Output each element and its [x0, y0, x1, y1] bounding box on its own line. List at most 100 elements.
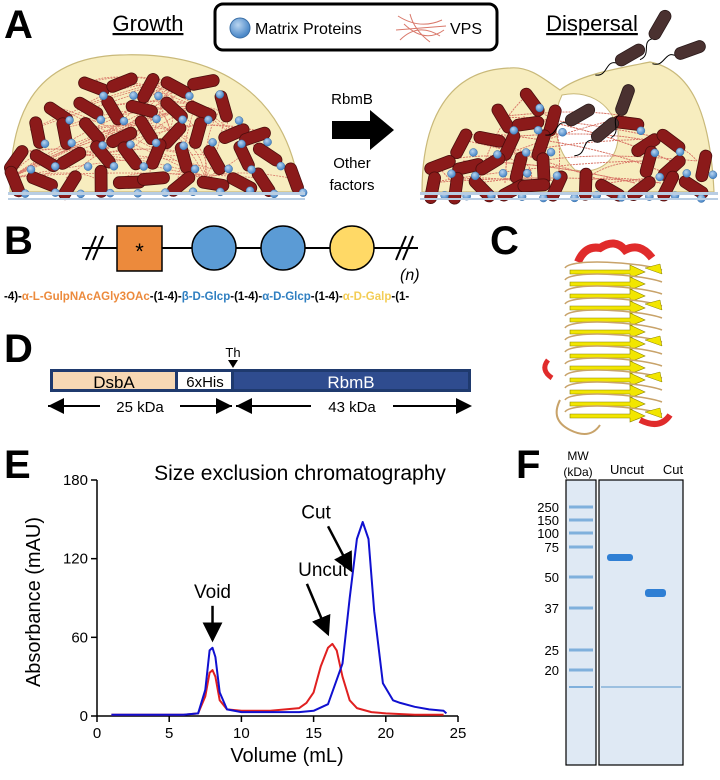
- matrix-protein: [40, 139, 50, 149]
- annotation-uncut: Uncut: [298, 560, 348, 581]
- motile-cell: [639, 9, 672, 61]
- matrix-protein: [447, 169, 456, 178]
- bacterial-cell: [203, 144, 226, 176]
- sequence-part: α-L-GulpNAcAGly3OAc: [22, 291, 150, 303]
- matrix-protein: [154, 91, 163, 101]
- gal-circle: [329, 225, 375, 271]
- matrix-protein: [190, 164, 200, 174]
- faint-band: [601, 686, 681, 688]
- matrix-protein: [522, 169, 532, 178]
- y-tick-label: 180: [63, 472, 88, 489]
- cleavage-marker: [228, 360, 238, 368]
- matrix-protein: [163, 163, 172, 172]
- matrix-protein: [152, 114, 161, 124]
- dispersal-title: Dispersal: [546, 11, 638, 36]
- legend-box: Matrix Proteins VPS: [213, 2, 499, 52]
- dsba-size-label: 25 kDa: [116, 399, 164, 416]
- matrix-protein: [67, 138, 76, 148]
- gulnac-square: [116, 225, 163, 272]
- matrix-protein: [675, 147, 685, 157]
- bacterial-cell: [578, 167, 593, 201]
- matrix-protein: [469, 148, 478, 157]
- ladder-band: [569, 686, 593, 688]
- square-asterisk: *: [135, 239, 144, 264]
- matrix-protein: [179, 141, 188, 151]
- mw-label-37: 37: [545, 601, 559, 616]
- bacterial-cell: [448, 171, 464, 205]
- mw-label-20: 20: [545, 663, 559, 678]
- rbmb-structure: [542, 239, 673, 435]
- dispersal-substrate: [420, 192, 718, 195]
- motile-cell: [574, 117, 620, 157]
- matrix-protein: [521, 148, 531, 157]
- motile-cell: [611, 84, 635, 139]
- matrix-protein: [237, 139, 246, 149]
- y-tick-label: 120: [63, 551, 88, 568]
- bacterial-cell: [106, 72, 138, 93]
- bacterial-cell: [531, 129, 551, 162]
- glycan-sequence: -4)-α-L-GulpNAcAGly3OAc-(1-4)-β-D-Glcp-(…: [4, 291, 409, 303]
- mw-label-50: 50: [545, 570, 559, 585]
- annotation-cut-arrow: [326, 525, 353, 573]
- bacterial-cell: [4, 165, 25, 198]
- matrix-protein: [552, 171, 562, 180]
- his-tag-label: 6xHis: [186, 374, 224, 391]
- matrix-protein: [276, 161, 286, 171]
- ladder-band: [569, 668, 593, 672]
- kda-label: (kDa): [563, 465, 592, 479]
- matrix-protein: [224, 164, 233, 174]
- sequence-part: α-D-Glcp: [262, 291, 311, 303]
- bacterial-cell: [137, 171, 170, 186]
- matrix-protein: [546, 147, 556, 157]
- glc-circle-1: [191, 225, 237, 271]
- matrix-protein: [215, 90, 225, 99]
- vps-icon: [395, 13, 447, 43]
- x-tick-label: 0: [93, 725, 101, 742]
- matrix-protein: [65, 115, 74, 125]
- sequence-part: β-D-Glcp: [182, 291, 231, 303]
- dsba-domain: [53, 372, 175, 389]
- panel-f-letter: F: [516, 443, 540, 487]
- matrix-protein: [263, 137, 272, 147]
- helix-cap: [574, 239, 656, 264]
- lane-cut-label: Cut: [663, 462, 684, 477]
- annotation-void: Void: [194, 582, 231, 603]
- y-axis-label: Absorbance (mAU): [23, 517, 45, 687]
- x-tick-label: 15: [305, 725, 322, 742]
- matrix-protein: [204, 115, 213, 125]
- construct-diagram: Th DsbA 6xHis RbmB 25 kDa 43 kDa: [48, 345, 472, 416]
- arrow-label-rbmb: RbmB: [331, 91, 373, 108]
- glycan-diagram: * (n): [82, 225, 420, 284]
- growth-title: Growth: [113, 11, 184, 36]
- dsba-label: DsbA: [93, 373, 135, 392]
- break-mark-left: [85, 235, 97, 261]
- bacterial-cell: [695, 149, 713, 183]
- sequence-part: -(1-: [391, 291, 409, 303]
- ladder-band: [569, 545, 593, 549]
- matrix-protein: [650, 148, 660, 158]
- sequence-part: -4)-: [4, 291, 22, 303]
- transition-arrow: [332, 110, 394, 150]
- matrix-protein: [151, 138, 161, 148]
- arrow-label-factors: factors: [329, 177, 374, 194]
- series-line-uncut: [111, 642, 444, 716]
- ladder-band: [569, 531, 593, 535]
- rbmb-domain: [234, 372, 468, 389]
- ladder-band: [569, 606, 593, 610]
- matrix-protein: [99, 91, 108, 101]
- matrix-protein: [109, 162, 119, 171]
- ladder-band: [569, 505, 593, 509]
- bacterial-cell: [517, 178, 551, 193]
- panel-a-letter: A: [4, 3, 33, 47]
- bacterial-cell: [78, 76, 110, 97]
- sequence-part: -(1-4)-: [230, 291, 262, 303]
- legend-vps-label: VPS: [450, 21, 482, 38]
- bacterial-cell: [188, 116, 208, 149]
- bacterial-cell: [218, 123, 250, 144]
- uncut-band: [607, 554, 633, 561]
- ladder-band: [569, 575, 593, 579]
- y-tick-label: 60: [71, 629, 88, 646]
- sequence-part: -(1-4)-: [150, 291, 182, 303]
